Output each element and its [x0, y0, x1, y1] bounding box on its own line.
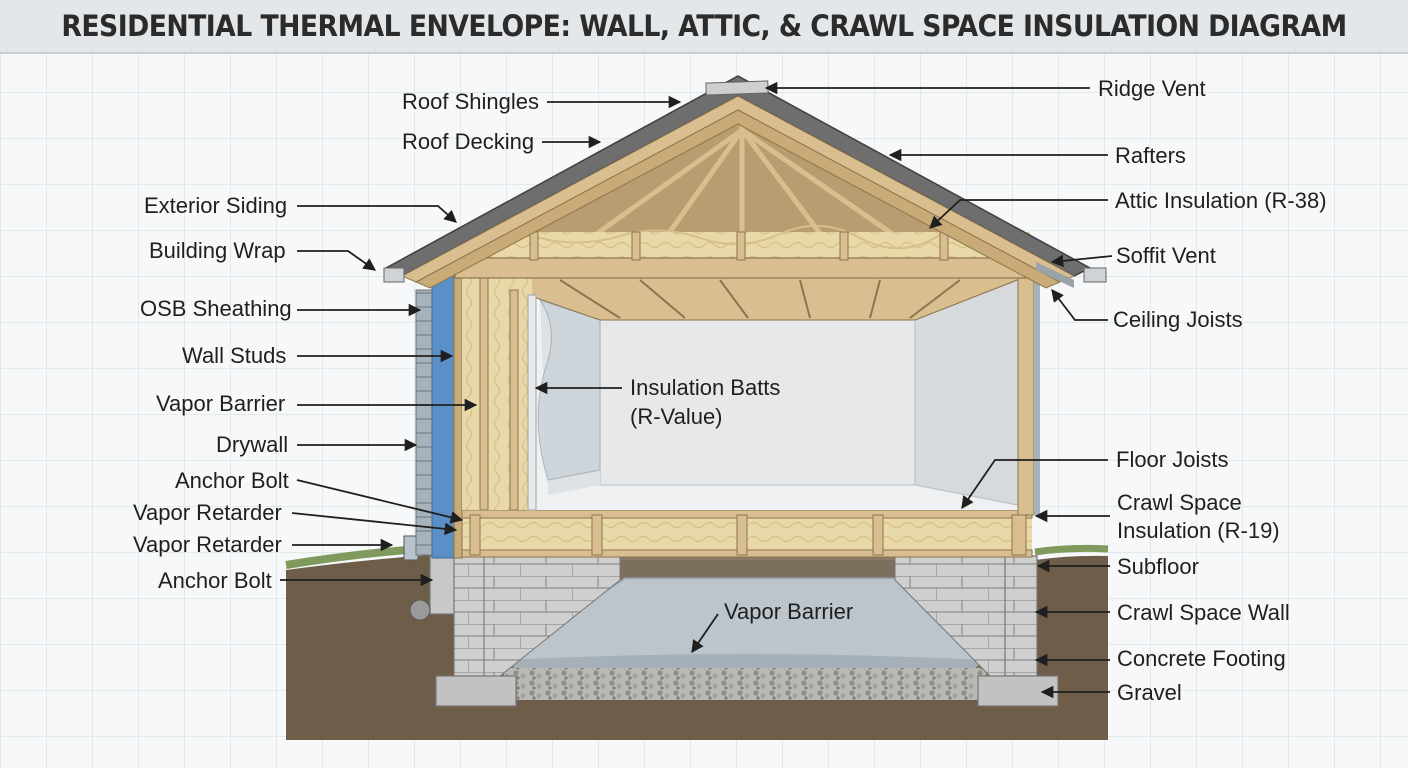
- label-ridge-vent: Ridge Vent: [1098, 76, 1206, 101]
- label-building-wrap: Building Wrap: [149, 238, 286, 263]
- left-wall: [415, 267, 537, 559]
- label-insulation-batts-line2: (R-Value): [630, 404, 723, 429]
- label-exterior-siding: Exterior Siding: [144, 193, 288, 218]
- diagram-title: RESIDENTIAL THERMAL ENVELOPE: WALL, ATTI…: [61, 9, 1347, 43]
- label-vapor-barrier-ground: Vapor Barrier: [724, 599, 854, 624]
- label-crawl-space-wall: Crawl Space Wall: [1117, 600, 1290, 625]
- right-wall: [1017, 274, 1040, 516]
- label-concrete-footing: Concrete Footing: [1117, 646, 1286, 671]
- title-bar: [0, 0, 1408, 54]
- label-wall-studs: Wall Studs: [182, 343, 287, 368]
- label-insulation-batts-line1: Insulation Batts: [630, 375, 781, 400]
- label-attic-insulation: Attic Insulation (R-38): [1115, 188, 1327, 213]
- label-anchor-bolt-1: Anchor Bolt: [175, 468, 289, 493]
- label-vapor-barrier-wall: Vapor Barrier: [156, 391, 286, 416]
- label-drywall: Drywall: [216, 432, 289, 457]
- label-roof-shingles: Roof Shingles: [402, 89, 539, 114]
- label-crawl-space-insulation: Crawl Space Insulation (R-19): [1117, 490, 1280, 544]
- label-gravel: Gravel: [1117, 680, 1182, 705]
- label-anchor-bolt-2: Anchor Bolt: [158, 568, 272, 593]
- label-vapor-retarder-2: Vapor Retarder: [133, 532, 282, 557]
- label-insulation-batts: Insulation Batts (R-Value): [630, 375, 780, 430]
- label-crawl-space-insulation-line1: Crawl Space: [1117, 490, 1242, 515]
- roof: [383, 75, 1107, 289]
- label-rafters: Rafters: [1115, 143, 1186, 168]
- interior-room: [469, 274, 1031, 510]
- label-ceiling-joists: Ceiling Joists: [1113, 307, 1243, 332]
- leader-arrows: [280, 81, 1113, 699]
- label-osb-sheathing: OSB Sheathing: [140, 296, 292, 321]
- label-subfloor: Subfloor: [1117, 554, 1199, 579]
- label-floor-joists: Floor Joists: [1116, 447, 1229, 472]
- label-crawl-space-insulation-line2: Insulation (R-19): [1117, 518, 1280, 543]
- label-roof-decking: Roof Decking: [402, 129, 535, 154]
- label-vapor-retarder-1: Vapor Retarder: [133, 500, 282, 525]
- label-soffit-vent: Soffit Vent: [1116, 243, 1216, 268]
